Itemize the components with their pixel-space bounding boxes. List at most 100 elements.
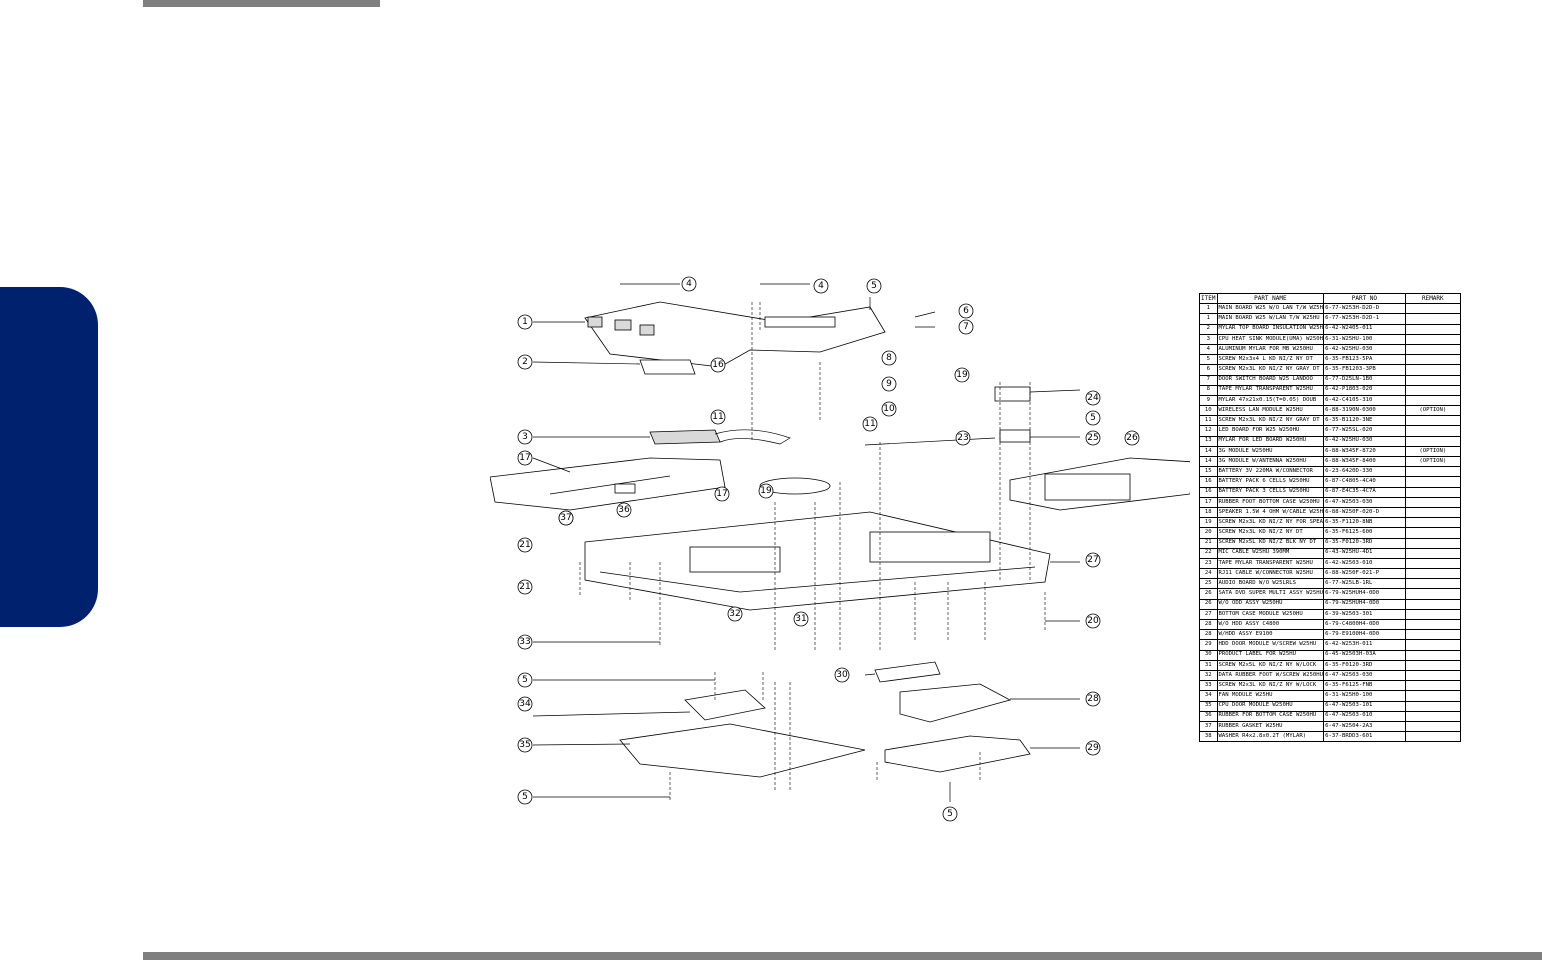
remark-cell xyxy=(1404,506,1462,519)
svg-text:19: 19 xyxy=(760,486,772,496)
callout-18: 19 xyxy=(758,483,774,499)
remark-cell xyxy=(1404,394,1462,407)
bottom-case-part xyxy=(584,511,1051,611)
product-label-part xyxy=(874,661,941,683)
callout-4b: 4 xyxy=(813,278,829,294)
callout-17: 17 xyxy=(714,486,730,502)
mylar-part xyxy=(639,359,696,375)
remark-cell xyxy=(1404,568,1462,580)
callout-28: 28 xyxy=(1085,691,1101,707)
item-cell: 9 xyxy=(1199,394,1218,407)
part-no-cell: 6-88-W250F-021-P xyxy=(1323,568,1406,580)
remark-cell: (OPTION) xyxy=(1404,405,1462,417)
item-cell: 14 xyxy=(1199,445,1218,458)
svg-text:5: 5 xyxy=(522,792,528,802)
part-no-cell: 6-42-C4105-310 xyxy=(1323,394,1406,407)
part-no-cell: 6-42-W2405-011 xyxy=(1323,323,1406,335)
remark-cell xyxy=(1404,608,1462,621)
svg-text:16: 16 xyxy=(712,360,724,370)
speaker-part xyxy=(759,477,831,495)
remark-cell xyxy=(1404,557,1462,570)
part-no-cell: 6-37-BRDD3-601 xyxy=(1323,731,1406,743)
part-name-cell: ALUMINUM MYLAR FOR MB W250HU xyxy=(1216,343,1325,356)
item-cell: 33 xyxy=(1199,680,1218,692)
svg-text:5: 5 xyxy=(1090,413,1096,423)
cpu-door-part xyxy=(619,723,866,778)
item-cell: 2 xyxy=(1199,323,1218,335)
callout-30: 30 xyxy=(834,667,850,683)
battery-part xyxy=(490,457,726,511)
part-name-cell: LED BOARD FOR W25 W250HU xyxy=(1216,425,1325,437)
item-cell: 5 xyxy=(1199,354,1218,366)
callout-26: 26 xyxy=(1124,430,1140,446)
part-name-cell: MYLAR 47x21x0.15(T=0.05) DOUB xyxy=(1216,394,1325,407)
remark-cell xyxy=(1404,547,1462,559)
part-no-cell: 6-39-W2503-301 xyxy=(1323,608,1406,621)
part-no-cell: 6-47-W2503-030 xyxy=(1323,669,1406,682)
part-no-cell: 6-47-W2503-030 xyxy=(1323,496,1406,508)
part-name-cell: SCREW M2x5L KD NI/Z NY W/LOCK xyxy=(1216,659,1325,671)
remark-cell xyxy=(1404,364,1462,376)
part-name-cell: RJ11 CABLE W/CONNECTOR W25HU xyxy=(1216,568,1325,580)
item-cell: 37 xyxy=(1199,720,1218,733)
part-name-cell: MIC CABLE W25HU 390MM xyxy=(1216,547,1325,559)
svg-text:4: 4 xyxy=(818,281,824,291)
part-name-cell: SCREW M2x3L KD NI/Z NY DT xyxy=(1216,527,1325,539)
item-cell: 23 xyxy=(1199,557,1218,570)
part-name-cell: TAPE MYLAR TRANSPARENT W25HU xyxy=(1216,384,1325,396)
part-no-cell: 6-77-W253H-D2D-D xyxy=(1323,303,1406,315)
column-header-part-name: PART NAME xyxy=(1216,292,1325,305)
item-cell: 13 xyxy=(1199,435,1218,447)
hdd-part xyxy=(899,683,1012,723)
svg-text:8: 8 xyxy=(886,353,892,363)
part-no-cell: 6-88-W345F-8720 xyxy=(1323,445,1406,458)
exploded-view-diagram: 1 2 3 4 4 5 6 7 8 9 10 11 11 16 17 17 38… xyxy=(490,276,1190,822)
part-no-cell: 6-79-C4800H4-0D0 xyxy=(1323,618,1406,631)
item-cell: 4 xyxy=(1199,343,1218,356)
part-no-cell: 6-79-W25HUH4-0D0 xyxy=(1323,588,1406,600)
fan-part xyxy=(684,689,766,721)
item-cell: 25 xyxy=(1199,578,1218,590)
part-name-cell: RUBBER FOOT BOTTOM CASE W250HU xyxy=(1216,496,1325,508)
item-cell: 1 xyxy=(1199,313,1218,325)
item-cell: 12 xyxy=(1199,425,1218,437)
svg-text:33: 33 xyxy=(519,637,530,647)
audio-board-part xyxy=(999,429,1031,443)
item-cell: 18 xyxy=(1199,506,1218,519)
callout-36: 36 xyxy=(616,502,632,518)
part-no-cell: 6-45-W2503H-03A xyxy=(1323,649,1406,661)
svg-text:11: 11 xyxy=(864,419,875,429)
remark-cell xyxy=(1404,486,1462,498)
item-cell: 22 xyxy=(1199,547,1218,559)
part-name-cell: AUDIO BOARD W/O W25LRLS xyxy=(1216,578,1325,590)
part-no-cell: 6-77-W25SL-020 xyxy=(1323,425,1406,437)
column-header-part-no: PART NO xyxy=(1323,292,1406,305)
callout-11b: 11 xyxy=(862,416,878,432)
callout-20: 21 xyxy=(517,579,533,595)
item-cell: 32 xyxy=(1199,669,1218,682)
part-no-cell: 6-43-W25HU-4D1 xyxy=(1323,547,1406,559)
svg-text:34: 34 xyxy=(519,699,531,709)
item-cell: 20 xyxy=(1199,527,1218,539)
remark-cell xyxy=(1404,700,1462,712)
remark-cell xyxy=(1404,517,1462,529)
remark-cell xyxy=(1404,680,1462,692)
leader-lines xyxy=(532,283,1081,802)
part-name-cell: HDD DOOR MODULE W/SCREW W25HU xyxy=(1216,639,1325,651)
